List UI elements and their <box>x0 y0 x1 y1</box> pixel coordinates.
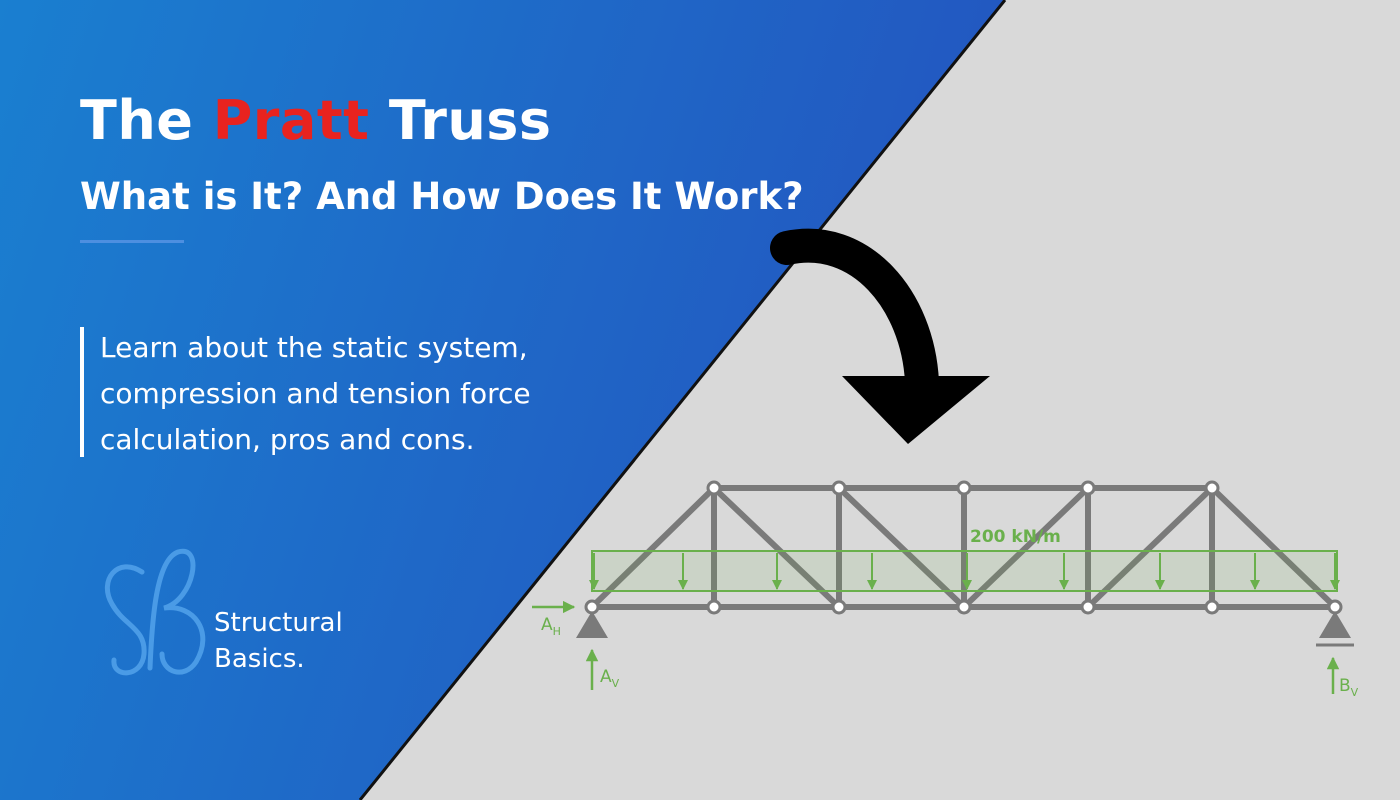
brand-name-line1: Structural <box>214 608 343 638</box>
brand-name: Structural Basics. <box>214 605 343 677</box>
svg-text:BV: BV <box>1339 676 1359 699</box>
reaction-bv-main: B <box>1339 676 1351 696</box>
reaction-bv-sub: V <box>1351 686 1359 699</box>
description-accent-bar <box>80 327 84 457</box>
brand-name-line2: Basics. <box>214 644 305 674</box>
reaction-a-vertical: AV <box>585 648 620 690</box>
svg-text:AV: AV <box>600 667 620 690</box>
svg-text:AH: AH <box>541 615 561 638</box>
reaction-b-vertical: BV <box>1326 656 1359 699</box>
page-title: The Pratt Truss <box>80 86 552 156</box>
pin-support-a <box>576 611 608 638</box>
diagonal-divider <box>358 0 1007 800</box>
truss-nodes <box>584 480 1343 615</box>
title-prefix: The <box>80 89 194 152</box>
reaction-av-sub: V <box>612 677 620 690</box>
title-suffix: Truss <box>388 89 552 152</box>
brand-logo: SB <box>0 0 206 676</box>
reaction-ah-sub: H <box>553 625 561 638</box>
page-subtitle: What is It? And How Does It Work? <box>80 175 804 218</box>
curved-arrow-icon <box>770 228 990 444</box>
title-underline <box>80 240 184 243</box>
brand-monogram: SB <box>0 0 2 1</box>
load-label: 200 kN/m <box>970 527 1061 547</box>
title-accent-word: Pratt <box>212 89 370 152</box>
reaction-a-horizontal: AH <box>532 600 576 638</box>
reaction-ah-main: A <box>541 615 553 635</box>
description-text: Learn about the static system, compressi… <box>100 331 531 456</box>
distributed-load: 200 kN/m <box>589 527 1340 592</box>
roller-support-b <box>1316 611 1354 647</box>
blue-panel <box>0 0 1005 800</box>
reaction-av-main: A <box>600 667 612 687</box>
